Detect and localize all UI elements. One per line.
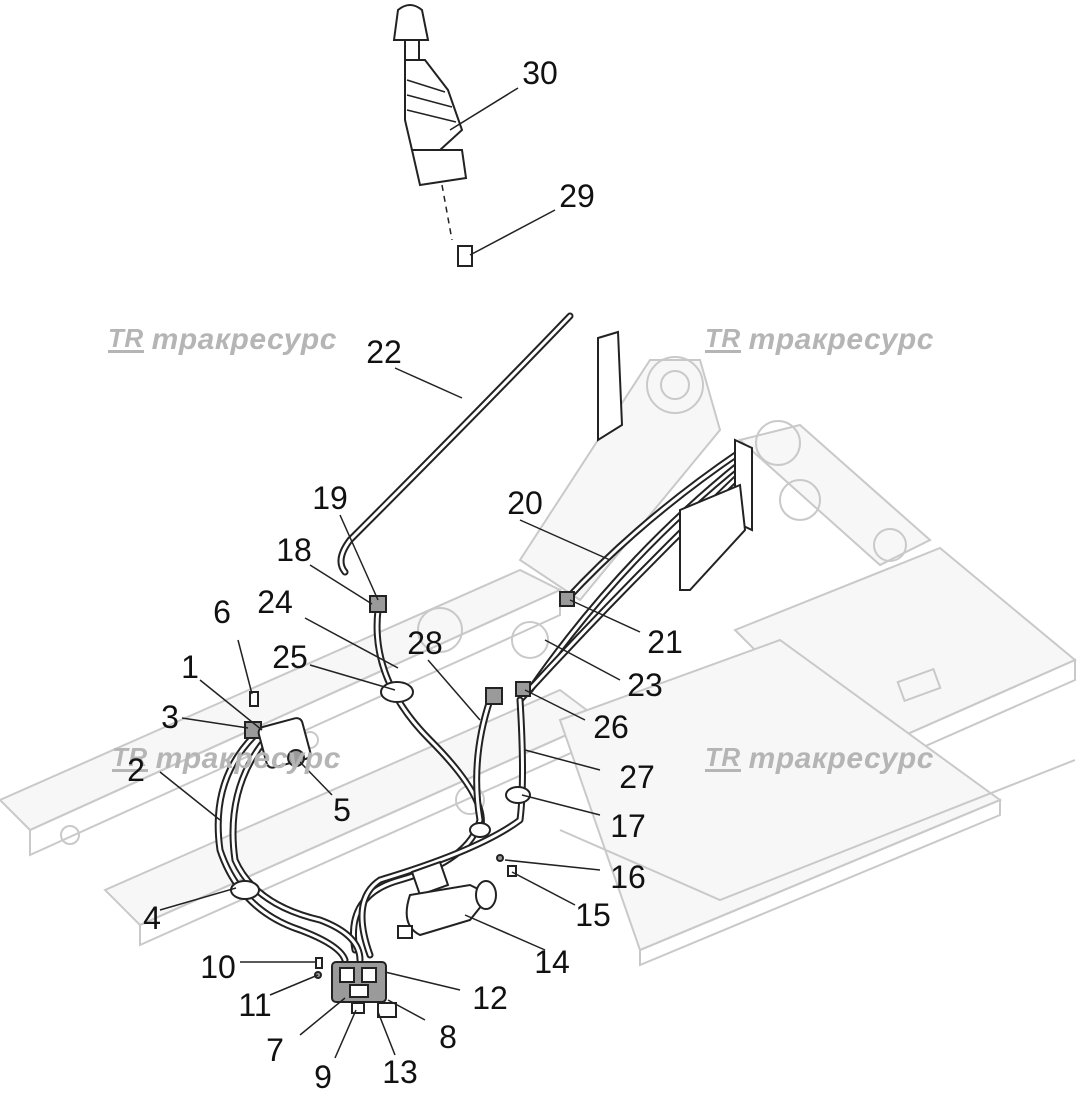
callout-12: 12 <box>472 980 508 1016</box>
hose-clamps <box>230 681 531 900</box>
callout-21: 21 <box>647 624 683 660</box>
watermark-top-right: TR тракресурс <box>705 323 934 357</box>
callout-14: 14 <box>534 944 570 980</box>
callout-27: 27 <box>619 759 655 795</box>
callout-20: 20 <box>507 485 543 521</box>
valve-block <box>331 961 397 1018</box>
callout-26: 26 <box>593 709 629 745</box>
callout-8: 8 <box>439 1019 457 1055</box>
watermark-logo-mark: TR <box>108 322 144 354</box>
manifold-14 <box>397 860 497 939</box>
callout-2: 2 <box>127 752 145 788</box>
callout-16: 16 <box>610 859 646 895</box>
callout-24: 24 <box>257 584 293 620</box>
callout-23: 23 <box>627 667 663 703</box>
callout-25: 25 <box>272 639 308 675</box>
machine-frame <box>0 356 1077 967</box>
watermark-mid-right: TR тракресурс <box>705 742 934 776</box>
hose-22 <box>337 312 574 576</box>
callout-7: 7 <box>266 1032 284 1068</box>
watermark-top-left: TR тракресурс <box>108 323 337 357</box>
callout-19: 19 <box>312 480 348 516</box>
watermark-logo-mark: TR <box>112 741 148 773</box>
callout-11: 11 <box>238 987 272 1023</box>
callout-15: 15 <box>575 897 611 933</box>
watermark-text: тракресурс <box>151 323 337 356</box>
callout-13: 13 <box>382 1054 418 1090</box>
watermark-logo-mark: TR <box>705 322 741 354</box>
watermark-text: тракресурс <box>748 323 934 356</box>
callout-4: 4 <box>143 900 161 936</box>
callout-30: 30 <box>522 55 558 91</box>
callout-29: 29 <box>559 178 595 214</box>
callout-9: 9 <box>314 1059 332 1095</box>
bracket-top <box>597 330 753 591</box>
watermark-mid-left: TR тракресурс <box>112 742 341 776</box>
valve-1 <box>257 717 312 769</box>
watermark-text: тракресурс <box>155 742 341 775</box>
callout-3: 3 <box>161 699 179 735</box>
leader-lines <box>159 87 641 1059</box>
joystick-assembly <box>392 4 468 241</box>
callout-5: 5 <box>333 792 351 828</box>
watermark-text: тракресурс <box>748 742 934 775</box>
fitting-29 <box>457 245 473 267</box>
callout-22: 22 <box>366 334 402 370</box>
callout-10: 10 <box>200 949 236 985</box>
callout-6: 6 <box>213 594 231 630</box>
fittings <box>244 591 575 979</box>
callout-28: 28 <box>407 625 443 661</box>
callout-17: 17 <box>610 808 646 844</box>
callout-1: 1 <box>181 649 199 685</box>
watermark-logo-mark: TR <box>705 741 741 773</box>
hose-bundle-lower <box>214 606 526 964</box>
callout-18: 18 <box>276 532 312 568</box>
